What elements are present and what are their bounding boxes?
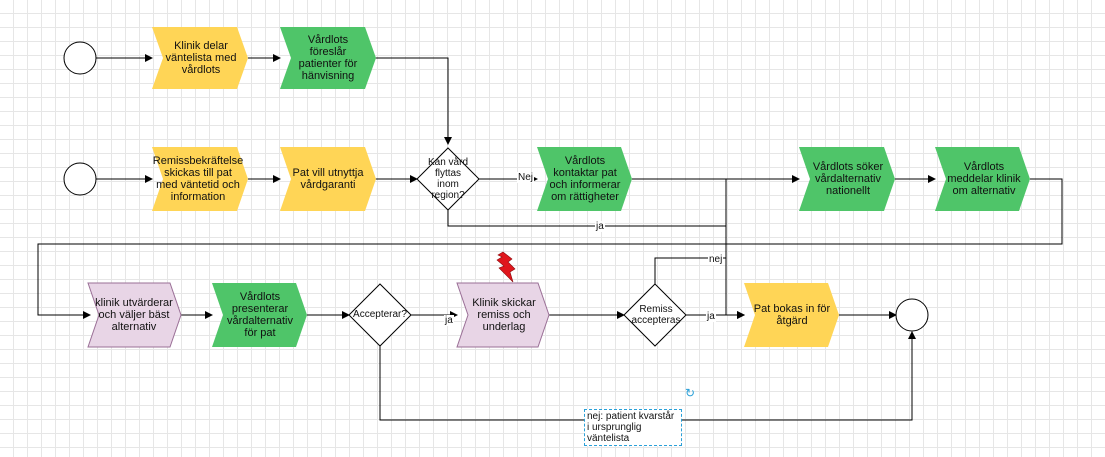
start-event-1[interactable] bbox=[63, 41, 97, 75]
shape-vardlots-foreslar[interactable] bbox=[280, 27, 376, 89]
shape-klinik-skickar[interactable] bbox=[456, 282, 550, 348]
shape-pat-bokas[interactable] bbox=[744, 283, 839, 347]
shape-remissbekraftelse[interactable] bbox=[152, 147, 248, 211]
shape-pat-vill[interactable] bbox=[280, 147, 376, 211]
label-vardlots-meddelar: Vårdlots meddelar klinik om alternativ bbox=[947, 161, 1021, 197]
shape-vardlots-presenterar[interactable] bbox=[212, 283, 307, 347]
edge-label-ja-1: ja bbox=[595, 221, 605, 232]
edge-meddelar-utvarderar bbox=[37, 178, 1063, 319]
end-event[interactable] bbox=[895, 298, 929, 332]
shape-klinik-delar[interactable] bbox=[152, 27, 248, 89]
edge-kanvard-ja bbox=[447, 210, 726, 227]
shape-vardlots-kontaktar[interactable] bbox=[537, 147, 632, 211]
label-pat-vill: Pat vill utnyttja vårdgaranti bbox=[292, 167, 364, 191]
edge-label-nej-1: Nej bbox=[517, 172, 535, 183]
refresh-icon[interactable]: ↻ bbox=[685, 386, 696, 400]
label-pat-bokas: Pat bokas in för åtgärd bbox=[753, 303, 831, 327]
label-remiss-accepteras: Remiss accepteras bbox=[631, 304, 681, 326]
edge-label-ja-3: ja bbox=[706, 311, 716, 322]
label-vardlots-soker: Vårdlots söker vårdalternativ nationellt bbox=[812, 161, 884, 197]
label-klinik-utvarderar: klinik utvärderar och väljer bäst altern… bbox=[95, 297, 173, 333]
edge-vardlots-kanvard bbox=[375, 57, 452, 145]
shape-accepterar[interactable] bbox=[348, 283, 412, 347]
note-nej-patient-kvarstar[interactable]: nej: patient kvarstår i ursprunglig vänt… bbox=[584, 409, 682, 446]
label-vardlots-presenterar: Vårdlots presenterar vårdalternativ för … bbox=[226, 291, 294, 339]
shape-vardlots-soker[interactable] bbox=[799, 147, 895, 211]
start-event-2[interactable] bbox=[63, 162, 97, 196]
lightning-bolt-icon bbox=[496, 251, 516, 283]
label-kan-vard: Kan vård flyttas inom region? bbox=[427, 157, 469, 201]
edge-label-nej-2: nej bbox=[708, 254, 724, 265]
shape-remiss-accepteras[interactable] bbox=[623, 283, 687, 347]
shape-vardlots-meddelar[interactable] bbox=[935, 147, 1030, 211]
label-klinik-skickar: Klinik skickar remiss och underlag bbox=[472, 297, 536, 333]
edge-remiss-nej bbox=[654, 257, 726, 284]
shape-kan-vard[interactable] bbox=[416, 147, 480, 211]
edge-label-ja-2: ja bbox=[444, 315, 454, 326]
label-accepterar: Accepterar? bbox=[353, 309, 407, 320]
label-klinik-delar: Klinik delar väntelista med vårdlots bbox=[165, 40, 237, 76]
shape-klinik-utvarderar[interactable] bbox=[87, 282, 182, 348]
label-remissbekraftelse: Remissbekräftelse skickas till pat med v… bbox=[152, 155, 244, 203]
label-vardlots-kontaktar: Vårdlots kontaktar pat och informerar om… bbox=[549, 155, 621, 203]
label-vardlots-foreslar: Vårdlots föreslår patienter för hänvisni… bbox=[298, 34, 358, 82]
